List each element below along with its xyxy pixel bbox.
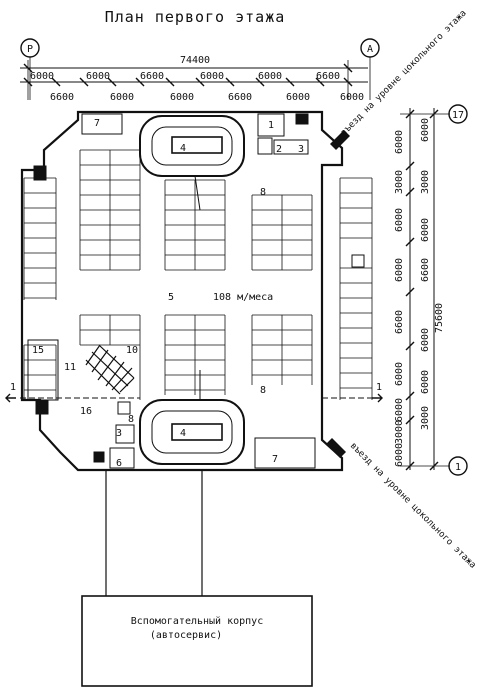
ramp-bottom [139, 370, 245, 465]
svg-text:4: 4 [180, 143, 186, 154]
svg-text:5: 5 [168, 292, 174, 303]
svg-text:17: 17 [452, 110, 464, 121]
svg-text:6000: 6000 [170, 92, 194, 103]
room-numbers: 1 2 3 4 4 5 6 7 7 8 8 8 10 11 15 16 3 [32, 118, 304, 469]
svg-text:6000: 6000 [110, 92, 134, 103]
capacity-label: 108 м/меса [213, 292, 273, 303]
svg-text:6000: 6000 [420, 328, 431, 352]
svg-text:1: 1 [376, 382, 382, 393]
svg-text:6600: 6600 [394, 310, 405, 334]
svg-text:6000: 6000 [420, 370, 431, 394]
svg-text:15: 15 [32, 345, 44, 356]
svg-text:3000: 3000 [394, 170, 405, 194]
svg-text:3: 3 [116, 428, 122, 439]
svg-text:7: 7 [272, 454, 278, 465]
plan-title: План первого этажа [105, 8, 286, 26]
total-depth-label: 75600 [434, 303, 445, 333]
svg-text:8: 8 [260, 385, 266, 396]
annex-building: Вспомогательный корпус (автосервис) [81, 595, 313, 687]
total-width-label: 74400 [180, 55, 210, 66]
right-dimension-col2: 6000 3000 6000 6600 6000 6000 3000 [420, 118, 431, 430]
svg-text:3000: 3000 [394, 420, 405, 444]
top-dimension-row1: 6000 6000 6600 6000 6000 6600 [30, 71, 340, 82]
svg-text:6000: 6000 [420, 118, 431, 142]
annex-subtitle: (автосервис) [150, 630, 222, 641]
svg-text:6000: 6000 [340, 92, 364, 103]
ramp-top [139, 115, 245, 211]
svg-text:1: 1 [268, 120, 274, 131]
svg-text:6000: 6000 [394, 362, 405, 386]
svg-text:6000: 6000 [286, 92, 310, 103]
svg-text:6000: 6000 [394, 208, 405, 232]
svg-text:6000: 6000 [258, 71, 282, 82]
svg-text:Р: Р [27, 44, 33, 55]
svg-text:8: 8 [128, 414, 134, 425]
svg-text:16: 16 [80, 406, 92, 417]
svg-text:2: 2 [276, 144, 282, 155]
svg-text:3000: 3000 [420, 406, 431, 430]
svg-text:въезд на уровне цокольного эта: въезд на уровне цокольного этажа [348, 441, 478, 571]
svg-text:11: 11 [64, 362, 76, 373]
svg-text:6600: 6600 [50, 92, 74, 103]
svg-text:6000: 6000 [86, 71, 110, 82]
svg-text:6000: 6000 [394, 398, 405, 422]
svg-text:6600: 6600 [228, 92, 252, 103]
svg-text:4: 4 [180, 428, 186, 439]
parking-stalls [23, 149, 373, 400]
right-dimension-chain [400, 108, 450, 471]
building-outline [20, 110, 344, 472]
svg-text:1: 1 [455, 462, 461, 473]
axis-marker-left: Р [20, 38, 40, 100]
right-axis-bottom: 1 [448, 456, 468, 476]
annex-connectors [105, 470, 203, 596]
svg-text:6000: 6000 [30, 71, 54, 82]
svg-text:А: А [367, 44, 373, 55]
top-dimension-chain [20, 60, 368, 100]
svg-text:6000: 6000 [394, 130, 405, 154]
right-axis-top: 17 [448, 104, 468, 124]
svg-text:6: 6 [116, 458, 122, 469]
svg-text:6000: 6000 [420, 218, 431, 242]
svg-text:6000: 6000 [200, 71, 224, 82]
annex-title: Вспомогательный корпус [131, 615, 263, 627]
svg-text:7: 7 [94, 118, 100, 129]
svg-text:10: 10 [126, 345, 138, 356]
section-mark-left: 1 [5, 382, 16, 403]
section-mark-right: 1 [372, 382, 383, 403]
right-dimension-col1: 6000 3000 6000 6000 6600 6000 6000 3000 … [394, 130, 405, 467]
top-dimension-row2: 6600 6000 6000 6600 6000 6000 [50, 92, 364, 103]
svg-text:6600: 6600 [316, 71, 340, 82]
diagonal-parking-zone [85, 344, 135, 395]
svg-text:3: 3 [298, 144, 304, 155]
svg-text:6600: 6600 [420, 258, 431, 282]
svg-text:6000: 6000 [394, 443, 405, 467]
svg-text:8: 8 [260, 187, 266, 198]
axis-marker-right: А [360, 38, 380, 100]
room-partitions [20, 113, 372, 469]
svg-text:3000: 3000 [420, 170, 431, 194]
exit-top: въезд на уровне цокольного этажа [330, 8, 469, 150]
svg-text:6000: 6000 [394, 258, 405, 282]
svg-text:6600: 6600 [140, 71, 164, 82]
svg-text:въезд на уровне цокольного эта: въезд на уровне цокольного этажа [339, 8, 469, 138]
svg-text:1: 1 [10, 382, 16, 393]
